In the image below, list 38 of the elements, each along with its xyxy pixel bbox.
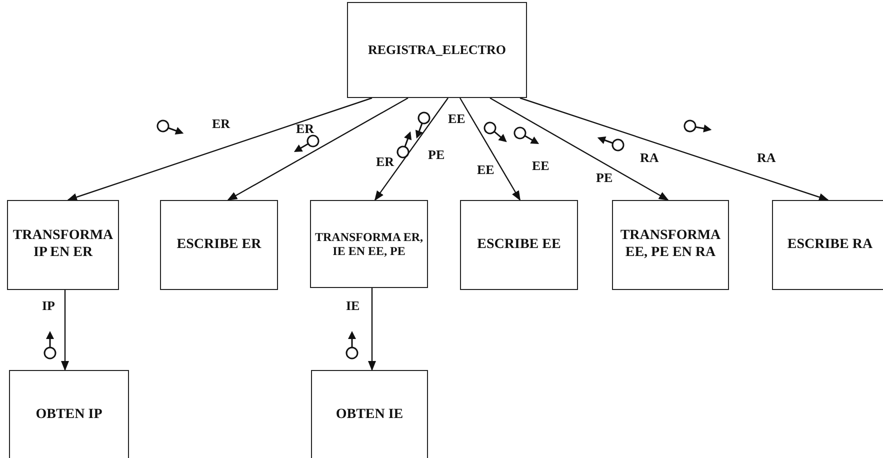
arrow (520, 97, 829, 201)
module-name: ESCRIBE EE (476, 236, 562, 254)
data-label: ER (376, 154, 394, 170)
arrow (368, 288, 376, 371)
module-box (772, 200, 883, 290)
module-box (310, 200, 428, 288)
module-box (7, 200, 119, 290)
arrow (459, 98, 521, 201)
arrow (227, 97, 408, 201)
module-box (9, 370, 129, 458)
data-label: EE (477, 162, 494, 178)
module-box (311, 370, 428, 458)
module-box (460, 200, 578, 290)
module-box (612, 200, 729, 290)
module-name: OBTEN IP (34, 406, 104, 424)
data-label: PE (428, 147, 445, 163)
data-label: RA (757, 150, 776, 166)
arrow (490, 97, 669, 201)
data-label: ER (296, 121, 314, 137)
module-name: ESCRIBE ER (176, 236, 262, 254)
arrow (67, 97, 372, 201)
arrow (61, 290, 69, 371)
module-name: TRANSFORMA IP EN ER (12, 228, 114, 262)
module-name: ESCRIBE RA (786, 236, 874, 254)
data-label: PE (596, 170, 613, 186)
module-name: REGISTRA_ELECTRO (367, 42, 507, 58)
module-name: TRANSFORMA ER, IE EN EE, PE (314, 230, 424, 258)
data-label: IP (42, 298, 55, 314)
arrow (374, 98, 448, 201)
module-box (160, 200, 278, 290)
data-label: ER (212, 116, 230, 132)
data-label: IE (346, 298, 360, 314)
data-label: EE (448, 111, 466, 127)
module-name: TRANSFORMA EE, PE EN RA (619, 228, 722, 262)
module-name: OBTEN IE (334, 406, 404, 424)
module-box (347, 2, 527, 98)
data-label: EE (532, 158, 550, 174)
data-label: RA (640, 150, 659, 166)
